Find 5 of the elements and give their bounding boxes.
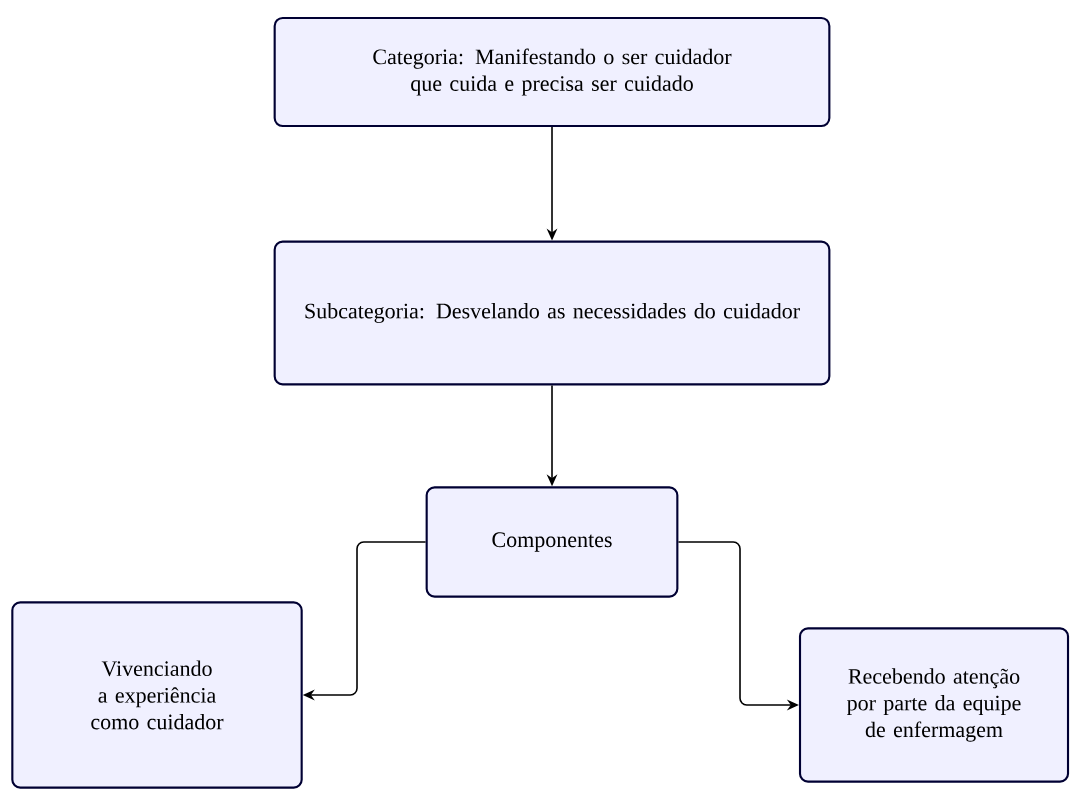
process-box: Componentes xyxy=(425,486,679,598)
process-box: Vivenciando a experiência como cuidador xyxy=(11,601,303,789)
process-box: Recebendo atenção por parte da equipe de enfermagem xyxy=(798,627,1070,783)
process-box: Categoria: Manifestando o ser cuidador que cuida e precisa ser cuidado xyxy=(273,16,831,128)
process-box: Subcategoria: Desvelando as necessidades do cuidador xyxy=(273,240,831,386)
